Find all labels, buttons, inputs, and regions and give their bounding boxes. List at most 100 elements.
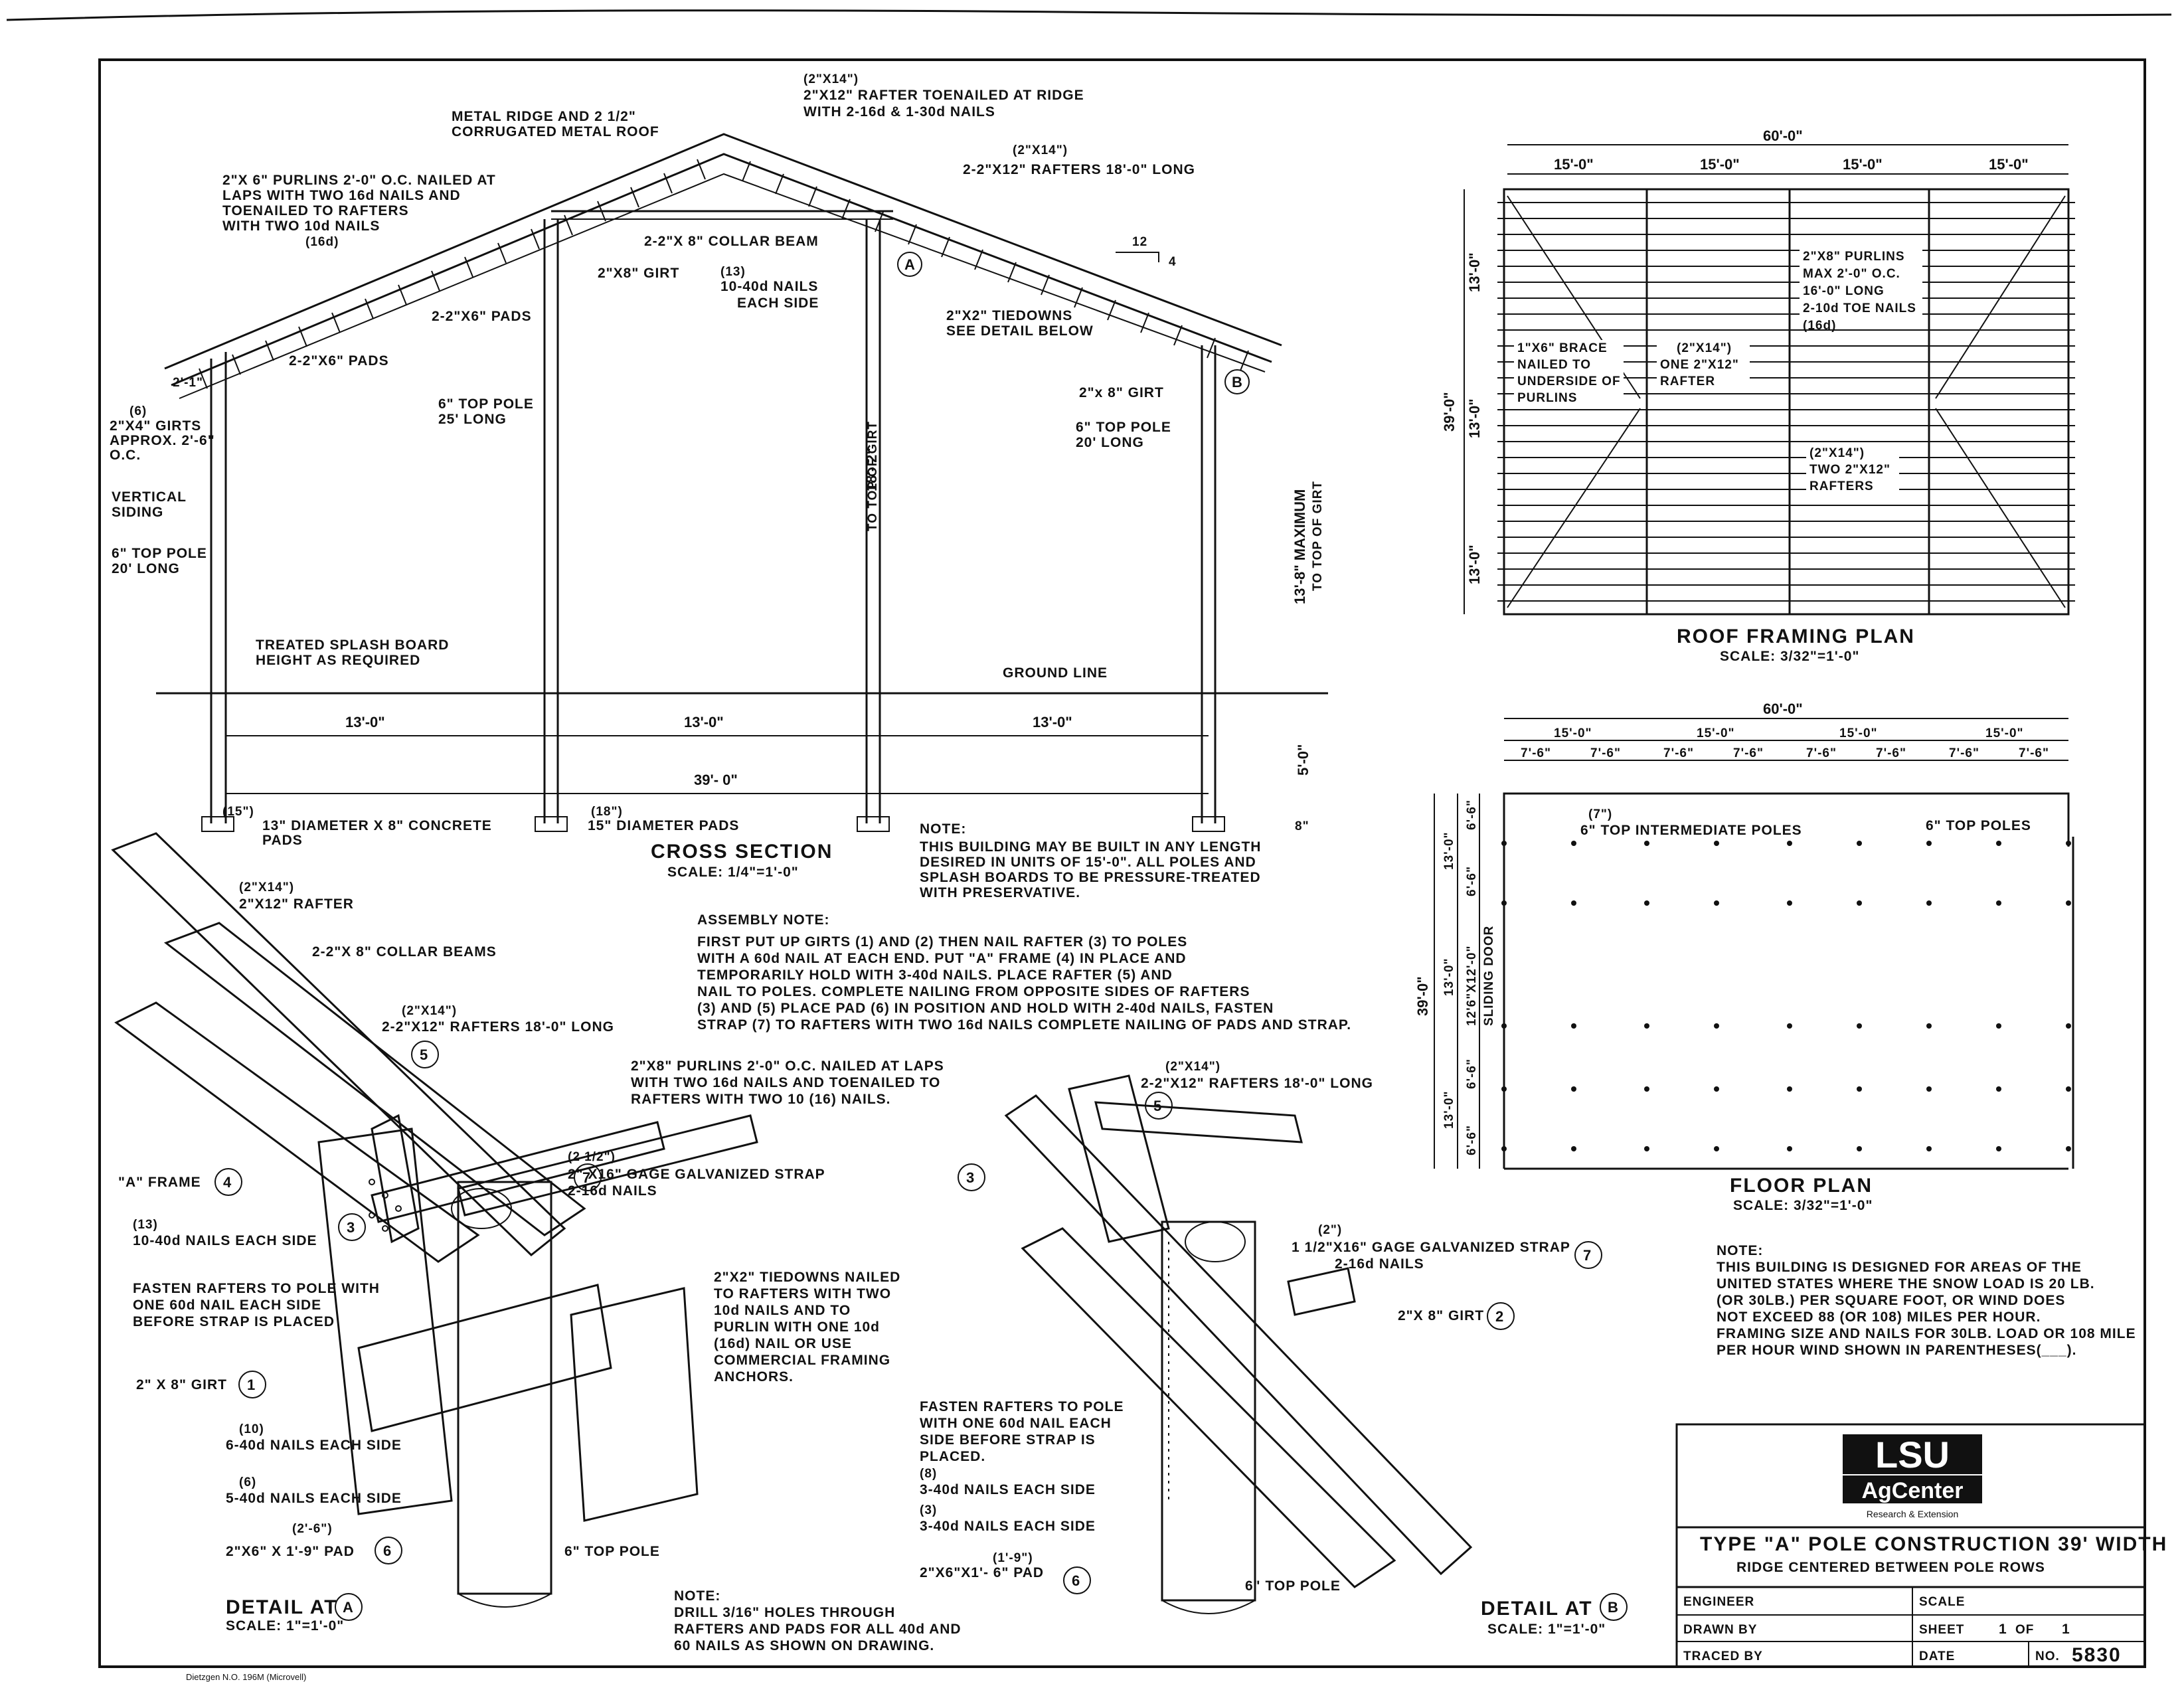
svg-text:13'-0": 13'-0" (1466, 545, 1483, 584)
svg-text:UNITED STATES WHERE THE SNOW L: UNITED STATES WHERE THE SNOW LOAD IS 20 … (1717, 1276, 2095, 1292)
svg-text:B: B (1608, 1599, 1618, 1616)
svg-text:7: 7 (1583, 1247, 1591, 1264)
svg-text:WITH 2-16d & 1-30d NAILS: WITH 2-16d & 1-30d NAILS (803, 104, 995, 120)
svg-text:RAFTERS WITH TWO 10 (16) NAILS: RAFTERS WITH TWO 10 (16) NAILS. (631, 1092, 891, 1107)
svg-text:7'-6": 7'-6" (1663, 746, 1694, 760)
svg-text:DRILL 3/16" HOLES THROUGH: DRILL 3/16" HOLES THROUGH (674, 1605, 895, 1620)
svg-text:RAFTER: RAFTER (1660, 375, 1715, 388)
svg-text:2-10d TOE NAILS: 2-10d TOE NAILS (1803, 301, 1916, 315)
pole-dot (1714, 1023, 1719, 1029)
svg-text:(2'-6"): (2'-6") (292, 1522, 333, 1536)
svg-text:(10): (10) (239, 1422, 264, 1436)
svg-text:TO TOP OF GIRT: TO TOP OF GIRT (866, 421, 880, 531)
svg-text:TOENAILED TO RAFTERS: TOENAILED TO RAFTERS (222, 203, 409, 218)
svg-text:2" X 8" GIRT: 2" X 8" GIRT (136, 1377, 227, 1392)
pole-dot (1996, 1146, 2001, 1151)
svg-text:MAX 2'-0" O.C.: MAX 2'-0" O.C. (1803, 267, 1900, 281)
svg-text:25' LONG: 25' LONG (438, 412, 507, 427)
svg-text:13'-0": 13'-0" (345, 714, 385, 730)
svg-text:ANCHORS.: ANCHORS. (714, 1369, 794, 1385)
svg-text:5-40d NAILS EACH SIDE: 5-40d NAILS EACH SIDE (226, 1491, 402, 1506)
roof-purlins (1497, 202, 2075, 602)
svg-text:SCALE: 3/32"=1'-0": SCALE: 3/32"=1'-0" (1720, 649, 1859, 664)
svg-text:2-16d NAILS: 2-16d NAILS (568, 1183, 657, 1199)
svg-text:SIDE BEFORE STRAP IS: SIDE BEFORE STRAP IS (920, 1432, 1096, 1448)
svg-text:(3): (3) (920, 1503, 937, 1517)
pole-dot (1644, 841, 1649, 846)
svg-text:10-40d NAILS EACH SIDE: 10-40d NAILS EACH SIDE (133, 1233, 317, 1248)
svg-text:NOTE:: NOTE: (1717, 1243, 1763, 1258)
svg-text:39'-0": 39'-0" (1414, 976, 1431, 1016)
svg-text:SHEET: SHEET (1919, 1623, 1964, 1637)
pole-dot (1714, 900, 1719, 906)
svg-text:6" TOP POLE: 6" TOP POLE (1245, 1578, 1341, 1594)
svg-text:6'-6": 6'-6" (1465, 799, 1479, 830)
svg-text:(16d): (16d) (1803, 319, 1836, 333)
section-marker-a (897, 252, 922, 277)
svg-text:6'-6": 6'-6" (1465, 1125, 1479, 1155)
svg-text:ROOF FRAMING PLAN: ROOF FRAMING PLAN (1677, 626, 1915, 647)
detail-b: 5 3 7 2 6 (2"X14") 2-2"X12" RAFTERS 18'-… (920, 1060, 1628, 1637)
svg-text:6" TOP POLE: 6" TOP POLE (564, 1544, 660, 1559)
svg-text:7'-6": 7'-6" (2019, 746, 2049, 760)
roof-plan-labels: 2"X8" PURLINS MAX 2'-0" O.C. 16'-0" LONG… (1514, 248, 1922, 498)
svg-text:5830: 5830 (2072, 1644, 2122, 1666)
svg-text:FLOOR PLAN: FLOOR PLAN (1730, 1175, 1873, 1197)
svg-text:ONE 60d NAIL EACH SIDE: ONE 60d NAIL EACH SIDE (133, 1298, 321, 1313)
svg-text:DATE: DATE (1919, 1649, 1955, 1663)
svg-text:SCALE: SCALE (1919, 1595, 1965, 1609)
svg-text:15'-0": 15'-0" (1554, 156, 1594, 173)
svg-text:15'-0": 15'-0" (1843, 156, 1883, 173)
pole-dot (1857, 1146, 1862, 1151)
svg-text:RAFTERS: RAFTERS (1809, 479, 1874, 493)
pole-dot (1926, 900, 1932, 906)
svg-text:7'-6": 7'-6" (1590, 746, 1621, 760)
pole-dot (1926, 1146, 1932, 1151)
pole-dot (1787, 1023, 1792, 1029)
svg-text:DETAIL AT: DETAIL AT (226, 1596, 338, 1618)
svg-text:1"X6" BRACE: 1"X6" BRACE (1517, 341, 1608, 355)
svg-text:VERTICAL: VERTICAL (112, 489, 187, 505)
svg-text:FIRST PUT UP GIRTS (1) AND (2): FIRST PUT UP GIRTS (1) AND (2) THEN NAIL… (697, 934, 1187, 950)
svg-text:EACH SIDE: EACH SIDE (737, 295, 819, 311)
svg-text:3-40d NAILS EACH SIDE: 3-40d NAILS EACH SIDE (920, 1519, 1096, 1534)
pole-dot (1644, 1023, 1649, 1029)
svg-text:6" TOP INTERMEDIATE POLES: 6" TOP INTERMEDIATE POLES (1580, 823, 1802, 838)
svg-text:8": 8" (1295, 819, 1309, 833)
svg-text:"A" FRAME: "A" FRAME (118, 1175, 201, 1190)
pole-dot (2066, 900, 2071, 906)
svg-text:ASSEMBLY NOTE:: ASSEMBLY NOTE: (697, 912, 830, 928)
svg-text:PURLIN WITH ONE 10d: PURLIN WITH ONE 10d (714, 1319, 880, 1335)
svg-text:SEE DETAIL BELOW: SEE DETAIL BELOW (946, 323, 1094, 339)
pole-footings (201, 816, 1225, 832)
svg-text:2"X8" GIRT: 2"X8" GIRT (598, 266, 679, 281)
svg-text:A: A (904, 256, 915, 273)
svg-text:7'-6": 7'-6" (1876, 746, 1906, 760)
svg-text:OF: OF (2015, 1623, 2034, 1637)
roof-pitch-symbol (1116, 252, 1159, 262)
svg-text:6'-6": 6'-6" (1465, 866, 1479, 896)
svg-text:1: 1 (247, 1377, 255, 1393)
svg-text:(2"X14"): (2"X14") (239, 881, 294, 894)
svg-text:6" TOP POLE: 6" TOP POLE (112, 546, 207, 561)
svg-text:13'-0": 13'-0" (1442, 958, 1456, 996)
pole-dot (1714, 1146, 1719, 1151)
svg-text:(16d) NAIL OR USE: (16d) NAIL OR USE (714, 1336, 852, 1351)
svg-text:3: 3 (347, 1219, 355, 1236)
svg-text:(7"): (7") (1588, 807, 1612, 821)
svg-text:WITH TWO 10d NAILS: WITH TWO 10d NAILS (222, 218, 380, 234)
svg-text:DETAIL AT: DETAIL AT (1481, 1598, 1593, 1620)
svg-text:(2 1/2"): (2 1/2") (568, 1150, 616, 1164)
svg-text:TO TOP OF GIRT: TO TOP OF GIRT (1311, 481, 1325, 591)
pole-dot (2066, 1146, 2071, 1151)
svg-text:6'-6": 6'-6" (1465, 1058, 1479, 1089)
pole-dot (1571, 1023, 1576, 1029)
svg-text:SCALE: 1"=1'-0": SCALE: 1"=1'-0" (1487, 1622, 1606, 1637)
svg-text:NO.: NO. (2035, 1649, 2060, 1663)
svg-text:2"X2" TIEDOWNS NAILED: 2"X2" TIEDOWNS NAILED (714, 1270, 900, 1285)
pole-dot (1926, 841, 1932, 846)
svg-text:Research & Extension: Research & Extension (1867, 1509, 1959, 1519)
svg-text:10d NAILS AND TO: 10d NAILS AND TO (714, 1303, 851, 1318)
pole-dot (1644, 1146, 1649, 1151)
svg-text:13'-8" MAXIMUM: 13'-8" MAXIMUM (1292, 489, 1308, 604)
